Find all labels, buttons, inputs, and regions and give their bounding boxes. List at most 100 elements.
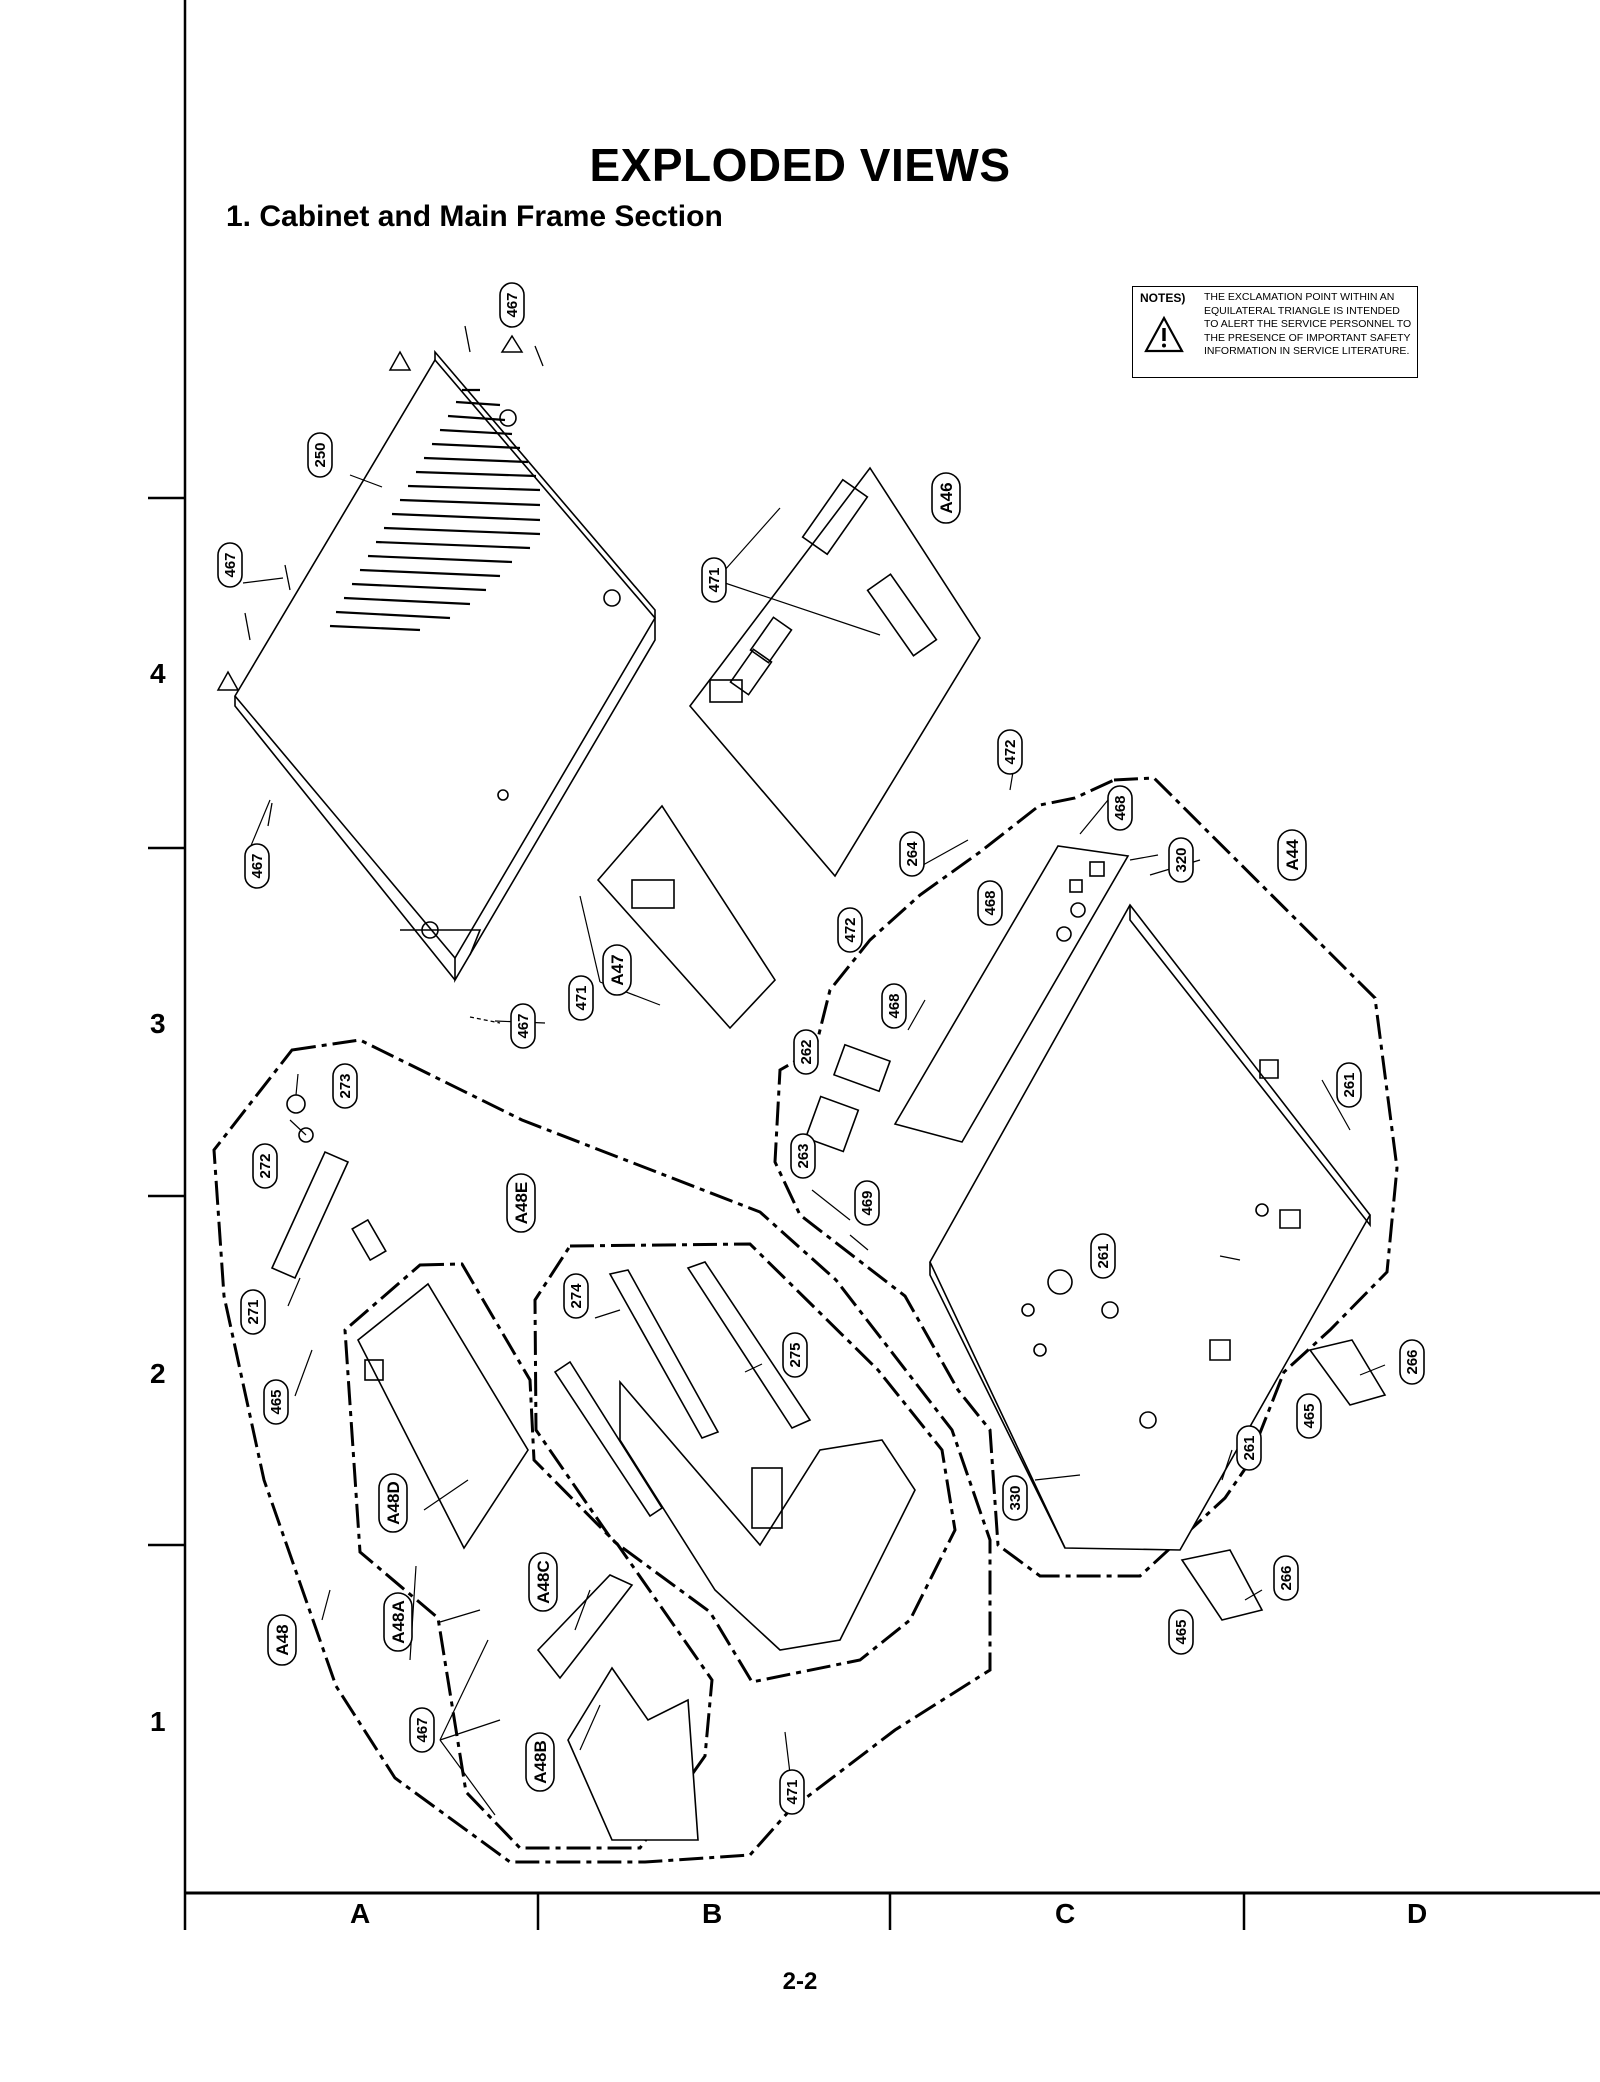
callout-330: 330 bbox=[1002, 1475, 1028, 1521]
callout-a48a: A48A bbox=[383, 1592, 413, 1652]
sockets-262-263 bbox=[804, 1043, 892, 1153]
brackets-266 bbox=[1180, 1339, 1387, 1621]
callout-text: 320 bbox=[1173, 847, 1190, 872]
top-cover-250 bbox=[234, 349, 656, 983]
brackets-a48c-a48b bbox=[536, 1574, 699, 1841]
warning-triangle-icon bbox=[1144, 315, 1184, 353]
grid-column-label-b: B bbox=[702, 1898, 723, 1929]
callout-text: 472 bbox=[1002, 739, 1019, 764]
callout-text: 273 bbox=[337, 1073, 354, 1098]
callout-text: 467 bbox=[504, 292, 521, 317]
callout-469: 469 bbox=[854, 1180, 880, 1226]
callout-text: 261 bbox=[1095, 1243, 1112, 1268]
callout-text: 271 bbox=[245, 1299, 262, 1324]
callout-467: 467 bbox=[510, 1003, 536, 1049]
callout-text: 468 bbox=[886, 993, 903, 1018]
callout-text: 264 bbox=[904, 841, 921, 867]
callout-472: 472 bbox=[997, 729, 1023, 775]
grid-row-label-1: 1 bbox=[150, 1706, 166, 1737]
callout-text: 467 bbox=[414, 1717, 431, 1742]
callout-465: 465 bbox=[1296, 1393, 1322, 1439]
callout-467: 467 bbox=[409, 1707, 435, 1753]
grid-column-label-d: D bbox=[1407, 1898, 1428, 1929]
callout-a44: A44 bbox=[1277, 829, 1307, 881]
callout-text: 262 bbox=[798, 1039, 815, 1064]
callout-471: 471 bbox=[568, 975, 594, 1021]
callout-text: 261 bbox=[1241, 1435, 1258, 1460]
callout-a48d: A48D bbox=[378, 1473, 408, 1533]
callout-264: 264 bbox=[899, 831, 925, 877]
callout-text: 472 bbox=[842, 917, 859, 942]
callout-text: A46 bbox=[937, 482, 956, 513]
grid-row-label-4: 4 bbox=[150, 658, 166, 689]
callout-a48c: A48C bbox=[528, 1552, 558, 1612]
callout-text: 266 bbox=[1278, 1565, 1295, 1590]
callout-a48: A48 bbox=[267, 1614, 297, 1666]
callout-467: 467 bbox=[244, 843, 270, 889]
callout-261: 261 bbox=[1090, 1233, 1116, 1279]
callout-text: 469 bbox=[859, 1190, 876, 1215]
callout-468: 468 bbox=[1107, 785, 1133, 831]
safety-notes-box: NOTES) THE EXCLAMATION POINT WITHIN AN E… bbox=[1132, 286, 1418, 378]
main-chassis-330 bbox=[929, 903, 1371, 1551]
callouts: 467 250 467 467 467 471 A46 A47 471 472 … bbox=[217, 282, 1425, 1815]
callout-a48e: A48E bbox=[506, 1173, 536, 1233]
board-a48d bbox=[356, 1282, 529, 1550]
callout-text: 467 bbox=[515, 1013, 532, 1038]
callout-text: 467 bbox=[222, 552, 239, 577]
callout-text: 471 bbox=[573, 985, 590, 1010]
callout-274: 274 bbox=[563, 1273, 589, 1319]
section-subtitle: 1. Cabinet and Main Frame Section bbox=[226, 200, 723, 233]
callout-text: A48E bbox=[512, 1182, 531, 1225]
callout-text: A48C bbox=[534, 1560, 553, 1603]
callout-275: 275 bbox=[782, 1332, 808, 1378]
callout-text: 272 bbox=[257, 1153, 274, 1178]
warning-triangles bbox=[216, 334, 524, 691]
frame-a44-outline bbox=[773, 776, 1399, 1578]
callout-text: 266 bbox=[1404, 1349, 1421, 1374]
callout-266: 266 bbox=[1399, 1339, 1425, 1385]
grid-row-label-2: 2 bbox=[150, 1358, 166, 1389]
callout-text: 468 bbox=[1112, 795, 1129, 820]
callout-text: 468 bbox=[982, 890, 999, 915]
callout-text: 250 bbox=[312, 442, 329, 467]
callout-text: 471 bbox=[784, 1779, 801, 1804]
callout-a46: A46 bbox=[931, 472, 961, 524]
callout-261: 261 bbox=[1236, 1425, 1262, 1471]
callout-text: A48B bbox=[531, 1740, 550, 1783]
callout-468: 468 bbox=[881, 983, 907, 1029]
callout-472: 472 bbox=[837, 907, 863, 953]
notes-label: NOTES) bbox=[1140, 291, 1186, 305]
callout-471: 471 bbox=[779, 1769, 805, 1815]
grid-column-label-c: C bbox=[1055, 1898, 1076, 1929]
callout-text: 471 bbox=[706, 567, 723, 592]
callout-text: 467 bbox=[249, 853, 266, 878]
callout-471: 471 bbox=[701, 557, 727, 603]
page-title: EXPLODED VIEWS bbox=[589, 139, 1011, 191]
callout-465: 465 bbox=[1168, 1609, 1194, 1655]
screws-467-top bbox=[244, 325, 544, 1024]
callout-text: 275 bbox=[787, 1342, 804, 1367]
callout-266: 266 bbox=[1273, 1555, 1299, 1601]
callout-250: 250 bbox=[307, 432, 333, 478]
grid-row-label-3: 3 bbox=[150, 1008, 166, 1039]
callout-text: 263 bbox=[795, 1143, 812, 1168]
board-a46 bbox=[688, 466, 981, 878]
callout-text: A44 bbox=[1283, 839, 1302, 871]
callout-text: A48D bbox=[384, 1481, 403, 1524]
callout-320: 320 bbox=[1168, 837, 1194, 883]
callout-text: 465 bbox=[1173, 1619, 1190, 1644]
callout-468: 468 bbox=[977, 880, 1003, 926]
notes-text: THE EXCLAMATION POINT WITHIN AN EQUILATE… bbox=[1204, 291, 1412, 357]
callout-text: 465 bbox=[268, 1389, 285, 1414]
callout-271: 271 bbox=[240, 1289, 266, 1335]
callout-262: 262 bbox=[793, 1029, 819, 1075]
callout-a47: A47 bbox=[602, 944, 632, 996]
grid-frame bbox=[148, 0, 1600, 1930]
callout-text: A48A bbox=[389, 1600, 408, 1643]
board-a47 bbox=[596, 804, 777, 1030]
callout-263: 263 bbox=[790, 1133, 816, 1179]
group-a48e-outline bbox=[533, 1242, 957, 1684]
